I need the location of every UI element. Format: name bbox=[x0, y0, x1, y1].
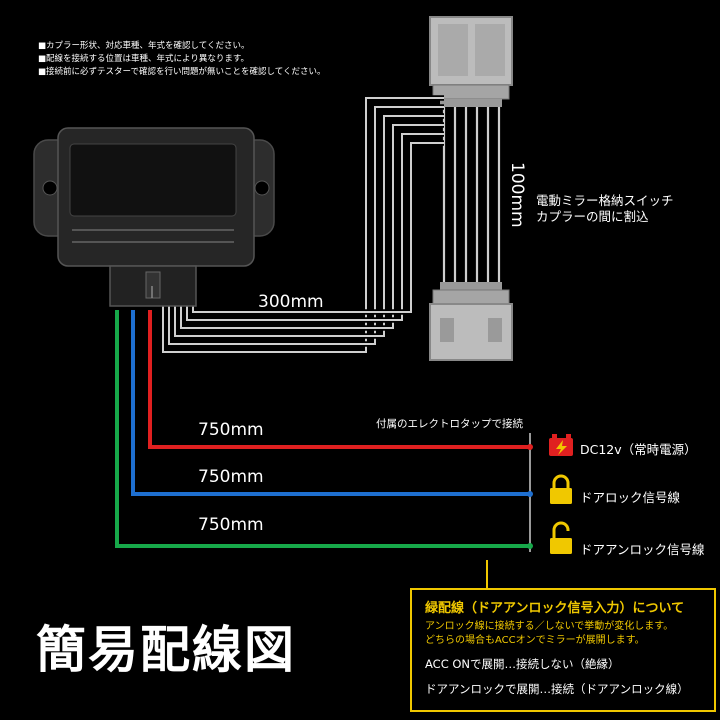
note-1: ■カプラー形状、対応車種、年式を確認してください。 bbox=[38, 41, 250, 51]
bundle-wire bbox=[174, 115, 444, 337]
blue-wire bbox=[131, 310, 528, 496]
green-tap-point bbox=[527, 543, 533, 549]
switch-label-line2: カプラーの間に割込 bbox=[536, 209, 649, 224]
green-wire bbox=[115, 310, 528, 548]
switch-label-line1: 電動ミラー格納スイッチ bbox=[536, 193, 674, 208]
red-length-label: 750mm bbox=[198, 420, 264, 440]
bundle-wire bbox=[192, 142, 444, 313]
connector-link-wires bbox=[441, 107, 502, 282]
harness-length-label: 300mm bbox=[258, 292, 324, 312]
info-box bbox=[410, 588, 716, 712]
electrotap-label: 付属のエレクトロタップで接続 bbox=[376, 418, 523, 430]
upper-connector bbox=[429, 16, 513, 107]
green-length-label: 750mm bbox=[198, 515, 264, 535]
padlock-unlocked-icon bbox=[550, 521, 572, 554]
power-signal-label: DC12v（常時電源） bbox=[580, 442, 697, 457]
lower-connector bbox=[429, 282, 513, 361]
info-line-2: ドアアンロックで展開…接続（ドアアンロック線） bbox=[425, 682, 689, 696]
diagram-title: 簡易配線図 bbox=[36, 621, 296, 679]
blue-length-label: 750mm bbox=[198, 467, 264, 487]
padlock-locked-icon bbox=[550, 474, 572, 504]
red-tap-point bbox=[527, 444, 533, 450]
bundle-wire bbox=[180, 124, 444, 329]
power-supply-icon bbox=[549, 434, 573, 456]
bundle-wire bbox=[186, 133, 444, 321]
bundle-wire bbox=[168, 106, 444, 345]
info-heading: 緑配線（ドアアンロック信号入力）について bbox=[425, 601, 685, 616]
blue-tap-point bbox=[527, 491, 533, 497]
lock-signal-label: ドアロック信号線 bbox=[580, 490, 681, 505]
red-wire bbox=[148, 310, 528, 449]
info-line-1: ACC ONで展開…接続しない（絶縁） bbox=[425, 657, 620, 671]
info-sub-2: どちらの場合もACCオンでミラーが展開します。 bbox=[425, 635, 645, 646]
harness-bundle bbox=[160, 95, 444, 355]
control-module bbox=[33, 127, 275, 307]
bundle-wire bbox=[162, 97, 444, 353]
connector-length-label: 100mm bbox=[507, 162, 527, 228]
unlock-signal-label: ドアアンロック信号線 bbox=[580, 542, 705, 557]
note-3: ■接続前に必ずテスターで確認を行い問題が無いことを確認してください。 bbox=[38, 67, 326, 77]
info-sub-1: アンロック線に接続する／しないで挙動が変化します。 bbox=[425, 621, 674, 632]
note-2: ■配線を接続する位置は車種、年式により異なります。 bbox=[38, 54, 250, 64]
